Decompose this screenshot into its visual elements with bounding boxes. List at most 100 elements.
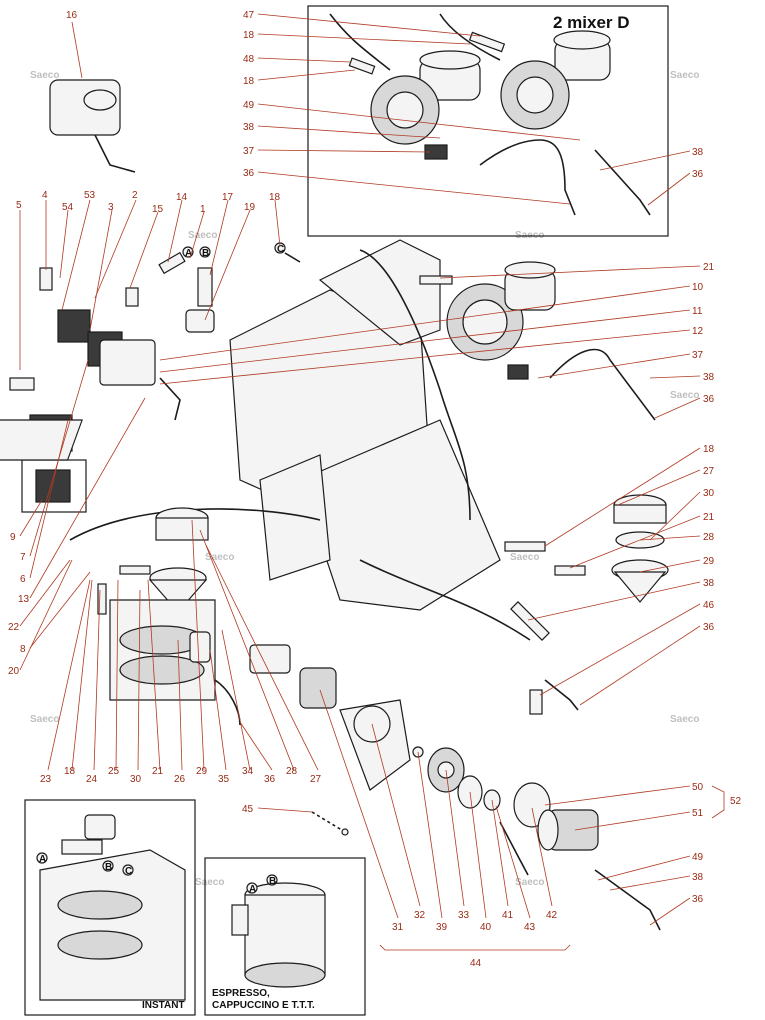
espresso-caption-line1: ESPRESSO, bbox=[212, 988, 270, 999]
inset-frame bbox=[307, 5, 669, 237]
callout-49: 49 bbox=[692, 852, 704, 863]
callout-14: 14 bbox=[176, 192, 188, 203]
callout-48: 48 bbox=[243, 54, 255, 65]
callout-44: 44 bbox=[470, 958, 482, 969]
callout-41: 41 bbox=[502, 910, 514, 921]
watermark: Saeco bbox=[205, 552, 234, 563]
connector-a: A bbox=[185, 248, 192, 259]
mixer-motor-face bbox=[462, 299, 508, 345]
callout-16: 16 bbox=[66, 10, 78, 21]
watermark: Saeco bbox=[195, 877, 224, 888]
boiler-coil bbox=[119, 655, 205, 685]
leader-line bbox=[19, 559, 71, 627]
leader-line bbox=[29, 397, 146, 599]
brewing-chain bbox=[249, 644, 661, 931]
instant-caption: INSTANT bbox=[142, 1000, 185, 1011]
chassis-upper bbox=[318, 239, 441, 346]
callout-labels: 16 47 18 48 18 49 38 37 36 38 36 5 4 54 … bbox=[8, 10, 742, 969]
heating-element bbox=[468, 31, 506, 53]
callout-10: 10 bbox=[692, 282, 704, 293]
callout-26: 26 bbox=[174, 774, 186, 785]
left-valve-cluster: A B C bbox=[0, 242, 301, 513]
callout-6: 6 bbox=[20, 574, 26, 585]
leader-line bbox=[159, 329, 691, 385]
callout-29: 29 bbox=[196, 766, 208, 777]
connector-b-marker bbox=[199, 246, 211, 258]
leader-line bbox=[93, 589, 101, 771]
leader-line bbox=[609, 875, 691, 891]
tube bbox=[499, 821, 529, 876]
funnel-cone bbox=[613, 571, 667, 603]
connector-a-marker bbox=[36, 852, 48, 864]
callout-30: 30 bbox=[703, 488, 715, 499]
screw bbox=[341, 828, 349, 836]
watermark: Saeco bbox=[30, 70, 59, 81]
leader-line bbox=[649, 375, 701, 379]
connector-c: C bbox=[277, 244, 284, 255]
callout-39: 39 bbox=[436, 922, 448, 933]
leader-line bbox=[19, 499, 43, 537]
callout-2: 2 bbox=[132, 190, 138, 201]
leader-line bbox=[257, 171, 571, 205]
leader-line bbox=[205, 544, 319, 771]
cable bbox=[359, 559, 531, 641]
leader-line bbox=[539, 603, 701, 696]
screw-guide bbox=[311, 811, 346, 833]
watermark: Saeco bbox=[670, 70, 699, 81]
leader-line bbox=[221, 629, 251, 771]
instant-frame bbox=[24, 799, 196, 1016]
callout-43: 43 bbox=[524, 922, 536, 933]
callout-38: 38 bbox=[692, 147, 704, 158]
callout-38: 38 bbox=[243, 122, 255, 133]
callout-18: 18 bbox=[243, 76, 255, 87]
callout-31: 31 bbox=[392, 922, 404, 933]
mixer-motor-face bbox=[386, 91, 424, 129]
callout-3: 3 bbox=[108, 202, 114, 213]
cable bbox=[159, 377, 181, 421]
connector-b: B bbox=[105, 862, 112, 873]
leader-line bbox=[544, 447, 701, 547]
leader-line bbox=[579, 625, 701, 706]
leader-line bbox=[61, 199, 91, 311]
leader-line bbox=[491, 799, 509, 907]
connector-a: A bbox=[39, 854, 46, 865]
elbow-fitting bbox=[185, 309, 215, 333]
cable bbox=[284, 252, 301, 263]
callout-18: 18 bbox=[703, 444, 715, 455]
leader-line bbox=[94, 199, 137, 299]
callout-22: 22 bbox=[8, 622, 20, 633]
leader-line bbox=[257, 807, 313, 813]
callout-7: 7 bbox=[20, 552, 26, 563]
callout-54: 54 bbox=[62, 202, 74, 213]
motor bbox=[299, 667, 337, 709]
part-16-valve-housing bbox=[49, 79, 136, 173]
chassis-side bbox=[259, 454, 331, 581]
tube bbox=[549, 348, 656, 421]
watermark: Saeco bbox=[515, 877, 544, 888]
callout-23: 23 bbox=[40, 774, 52, 785]
connector-b: B bbox=[269, 876, 276, 887]
leader-line bbox=[257, 103, 581, 141]
connector-a-marker bbox=[182, 246, 194, 258]
leader-line bbox=[257, 57, 351, 63]
boiler-assembly bbox=[97, 507, 241, 726]
leader-line bbox=[649, 897, 691, 926]
leader-line bbox=[537, 353, 691, 379]
callout-34: 34 bbox=[242, 766, 254, 777]
leader-line bbox=[569, 515, 701, 569]
leader-line bbox=[189, 211, 205, 259]
mixer-chamber-top bbox=[419, 50, 481, 70]
callout-19: 19 bbox=[244, 202, 256, 213]
connector-a: A bbox=[249, 884, 256, 895]
callout-49: 49 bbox=[243, 100, 255, 111]
connector-b-marker bbox=[266, 874, 278, 886]
heating-element bbox=[348, 57, 376, 75]
leader-line bbox=[19, 559, 73, 671]
callout-37: 37 bbox=[243, 146, 255, 157]
callout-38: 38 bbox=[703, 578, 715, 589]
callout-18: 18 bbox=[269, 192, 281, 203]
callout-36: 36 bbox=[264, 774, 276, 785]
fitting bbox=[125, 287, 139, 307]
callout-12: 12 bbox=[692, 326, 704, 337]
callout-21: 21 bbox=[152, 766, 164, 777]
